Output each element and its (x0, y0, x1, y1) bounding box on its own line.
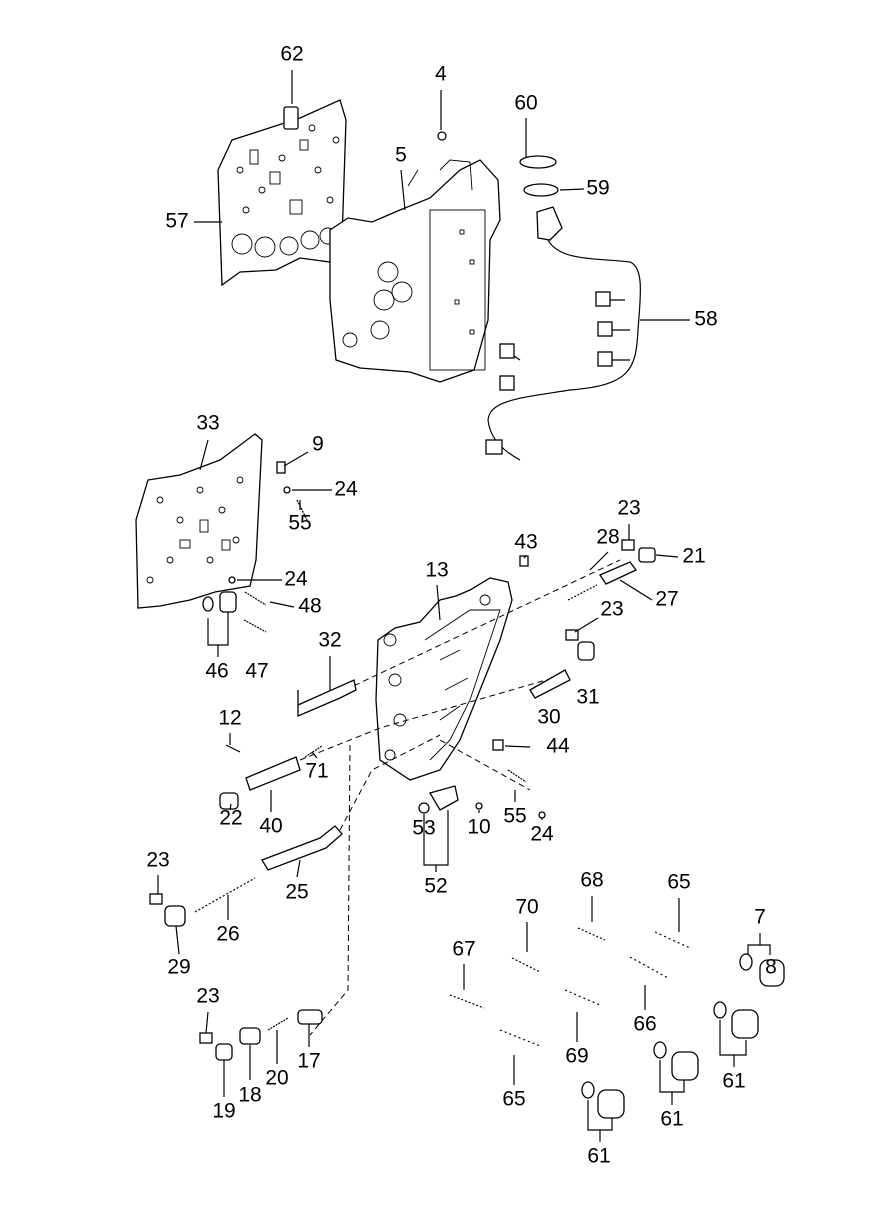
callout-label-25: 25 (285, 881, 308, 904)
callout-label-58: 58 (694, 308, 717, 331)
callout-label-29: 29 (167, 956, 190, 979)
callout-label-65: 65 (502, 1088, 525, 1111)
callout-label-68: 68 (580, 869, 603, 892)
callout-label-62: 62 (280, 43, 303, 66)
part-60 (519, 155, 557, 169)
callout-label-24: 24 (284, 568, 308, 591)
callout-label-20: 20 (265, 1067, 288, 1090)
callout-label-8: 8 (765, 956, 777, 979)
callout-label-23: 23 (600, 598, 623, 621)
leader-lines (157, 70, 771, 1142)
callout-label-60: 60 (514, 92, 537, 115)
assembly-axes (299, 559, 621, 1036)
callout-label-26: 26 (216, 923, 239, 946)
callout-label-5: 5 (395, 144, 407, 167)
separator-plate-lower (135, 433, 263, 609)
callout-label-17: 17 (297, 1050, 320, 1073)
callout-label-7: 7 (754, 906, 766, 929)
callout-label-28: 28 (596, 526, 619, 549)
callout-label-27: 27 (655, 588, 678, 611)
callout-label-43: 43 (514, 531, 537, 554)
callout-label-70: 70 (515, 896, 538, 919)
callout-label-55: 55 (288, 512, 311, 535)
callout-label-40: 40 (259, 815, 282, 838)
callout-label-57: 57 (165, 210, 188, 233)
callout-label-19: 19 (212, 1100, 235, 1123)
part-9 (276, 461, 286, 474)
callout-label-18: 18 (238, 1084, 261, 1107)
callout-label-67: 67 (452, 938, 475, 961)
callout-label-32: 32 (318, 629, 341, 652)
callout-label-61: 61 (722, 1070, 745, 1093)
callout-label-44: 44 (546, 735, 570, 758)
callout-label-10: 10 (467, 816, 490, 839)
part-59 (523, 183, 559, 197)
callout-label-12: 12 (218, 707, 241, 730)
part-62 (283, 106, 299, 130)
callout-label-23: 23 (146, 849, 169, 872)
callout-label-24: 24 (334, 478, 358, 501)
callout-label-33: 33 (196, 412, 219, 435)
callout-label-71: 71 (305, 760, 328, 783)
callout-label-46: 46 (205, 660, 228, 683)
callout-label-21: 21 (682, 545, 705, 568)
callout-label-23: 23 (196, 985, 219, 1008)
callout-label-9: 9 (312, 433, 324, 456)
callout-label-55: 55 (503, 805, 526, 828)
upper-valve-body (329, 159, 501, 383)
callout-label-31: 31 (576, 686, 599, 709)
callout-label-47: 47 (245, 660, 268, 683)
separator-plate-upper (217, 99, 347, 287)
callout-label-53: 53 (412, 817, 435, 840)
small-parts (149, 461, 785, 1119)
callout-label-61: 61 (587, 1145, 610, 1168)
callout-label-66: 66 (633, 1013, 656, 1036)
callout-label-69: 69 (565, 1045, 588, 1068)
callout-label-24: 24 (530, 823, 554, 846)
callout-label-61: 61 (660, 1108, 683, 1131)
callout-label-22: 22 (219, 807, 242, 830)
wiring-harness (485, 206, 642, 461)
callout-label-59: 59 (586, 177, 609, 200)
callout-label-52: 52 (424, 875, 447, 898)
part-4 (437, 131, 447, 141)
callout-label-23: 23 (617, 497, 640, 520)
lower-valve-body (375, 577, 513, 781)
callout-label-13: 13 (425, 559, 448, 582)
callout-label-48: 48 (298, 595, 321, 618)
callout-label-4: 4 (435, 63, 447, 86)
callout-label-30: 30 (537, 706, 560, 729)
callout-label-65: 65 (667, 871, 690, 894)
